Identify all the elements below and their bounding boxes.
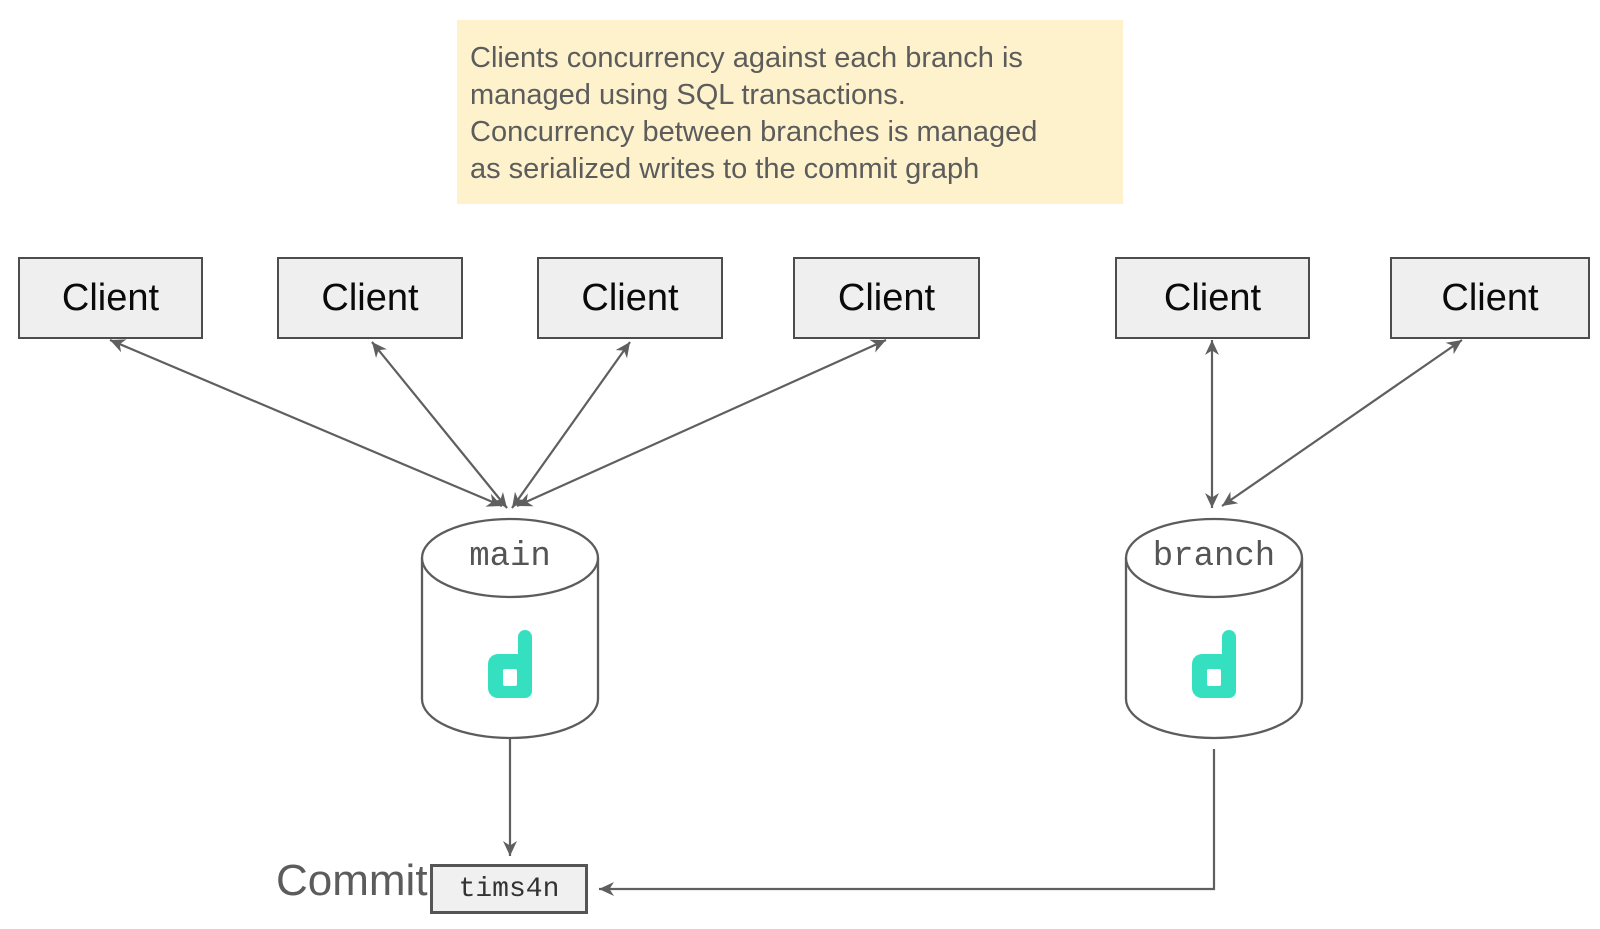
client-label: Client [61, 276, 160, 319]
note-box: Clients concurrency against each branch … [457, 20, 1123, 204]
client6-branch-arrow [1221, 339, 1463, 507]
client4-main-arrow [516, 338, 887, 508]
client-box-3: Client [537, 257, 723, 339]
client2-main-arrow [371, 341, 508, 509]
client-label: Client [321, 276, 419, 319]
main-db-cylinder [420, 517, 600, 740]
main-db-label: main [469, 538, 551, 576]
branch-db-cylinder [1124, 517, 1304, 740]
client-label: Client [837, 276, 936, 319]
note-line: managed using SQL transactions. [470, 79, 906, 111]
branch-db-label: branch [1152, 538, 1276, 576]
note-line: Clients concurrency against each branch … [470, 42, 1023, 74]
dolt-d-icon [488, 630, 532, 698]
client-label: Client [1163, 276, 1262, 319]
client3-main-arrow [511, 341, 631, 509]
note-line: as serialized writes to the commit graph [470, 153, 980, 185]
branch-commit-arrow [599, 749, 1216, 896]
client-label: Client [1441, 276, 1539, 319]
commit-label: Commit [276, 856, 428, 905]
client-box-2: Client [277, 257, 463, 339]
commit-hash-box: tims4n [430, 864, 588, 914]
client-box-6: Client [1390, 257, 1590, 339]
commit-hash: tims4n [458, 873, 560, 905]
client-box-1: Client [18, 257, 203, 339]
client-box-5: Client [1115, 257, 1310, 339]
client-label: Client [581, 276, 679, 319]
note-line: Concurrency between branches is managed [470, 116, 1038, 148]
client-box-4: Client [793, 257, 980, 339]
dolt-d-icon [1192, 630, 1236, 698]
client1-main-arrow [109, 338, 503, 508]
